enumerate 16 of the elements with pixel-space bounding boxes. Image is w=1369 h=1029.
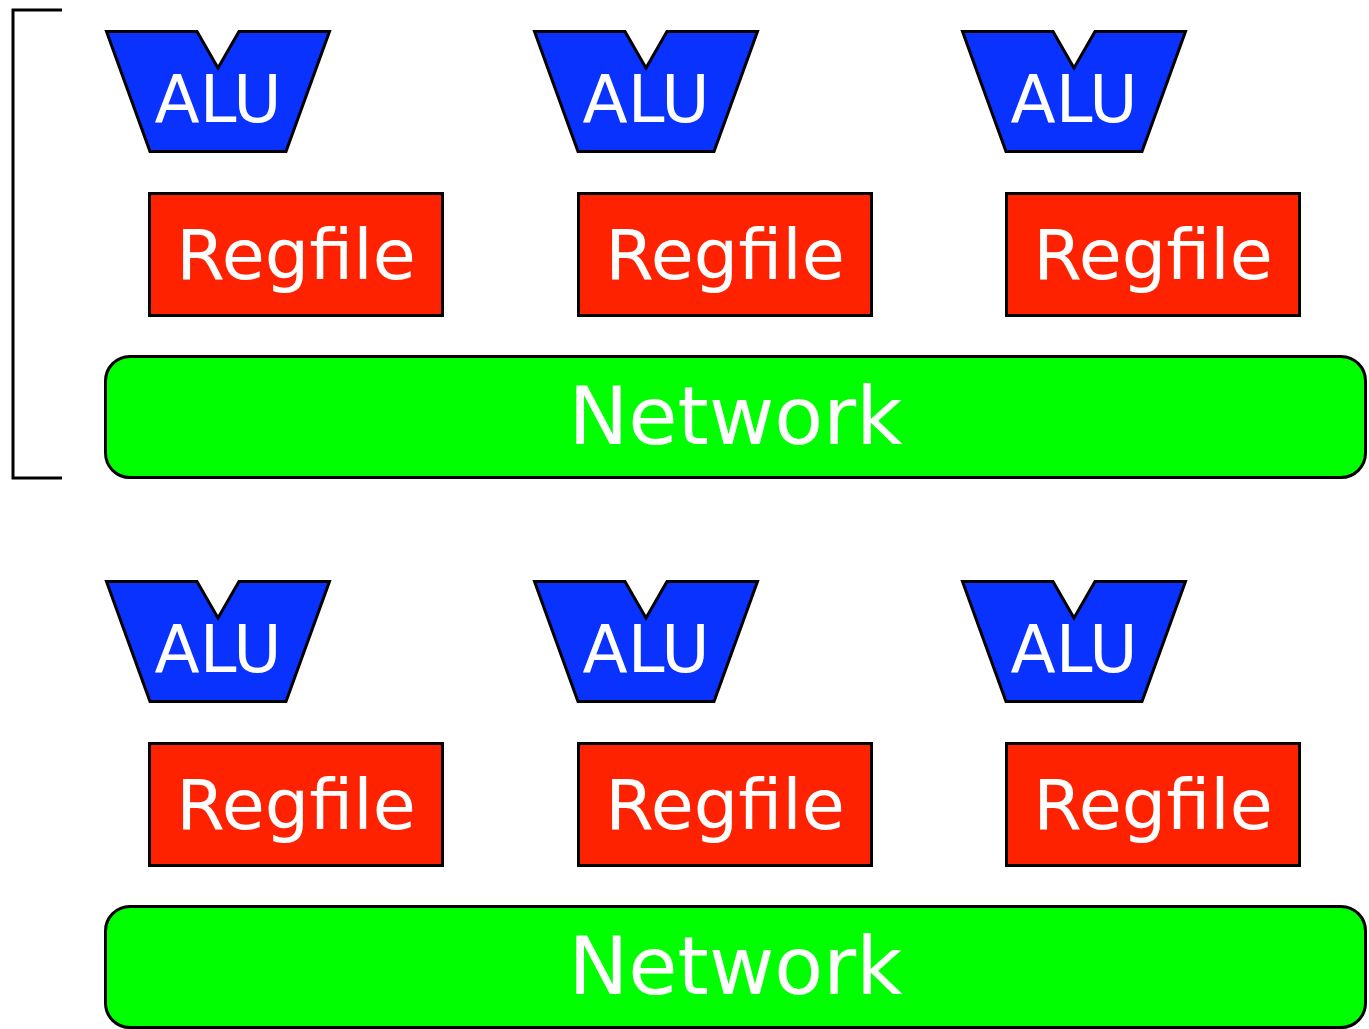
- network-bar: [104, 905, 1367, 1029]
- regfile-box: [1005, 742, 1301, 867]
- shape-label: ALU: [154, 66, 282, 133]
- shape-label: ALU: [154, 616, 282, 683]
- regfile-box: [148, 192, 444, 317]
- network-bar: [104, 355, 1367, 479]
- shape-label: Network: [568, 927, 903, 1007]
- shape-label: ALU: [582, 66, 710, 133]
- shape-label: Network: [568, 377, 903, 457]
- regfile-box: [1005, 192, 1301, 317]
- regfile-box: [577, 742, 873, 867]
- regfile-box: [577, 192, 873, 317]
- shape-label: ALU: [1010, 66, 1138, 133]
- shape-label: ALU: [1010, 616, 1138, 683]
- regfile-box: [148, 742, 444, 867]
- shape-label: ALU: [582, 616, 710, 683]
